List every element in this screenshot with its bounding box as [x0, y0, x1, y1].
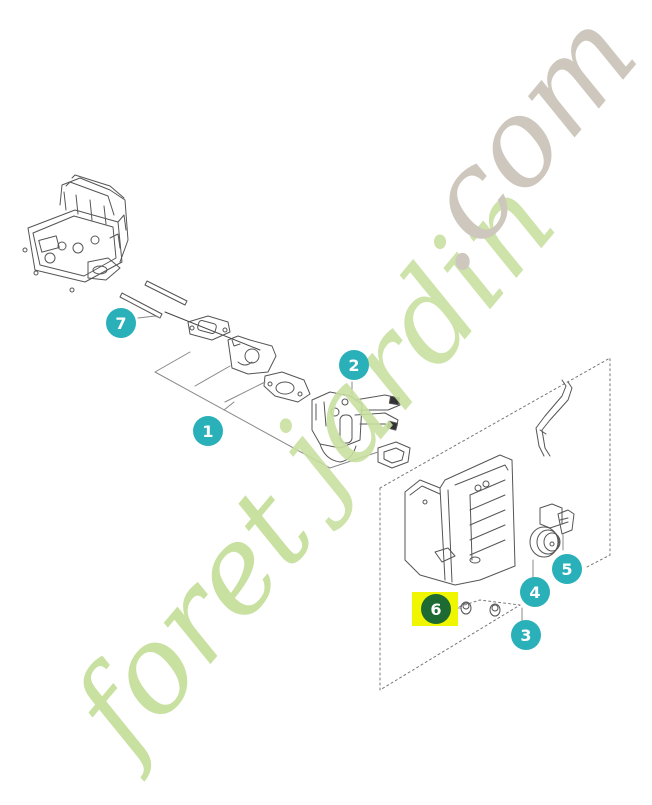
callout-4-label: 4	[529, 582, 541, 602]
leader-lines-1	[154, 351, 379, 469]
callout-7-label: 7	[115, 313, 127, 333]
fuel-valve-drawing	[539, 503, 575, 551]
callout-1-label: 1	[202, 421, 214, 441]
callout-5-label: 5	[561, 559, 573, 579]
stud-drawing	[119, 280, 188, 319]
breather-tube-drawing	[535, 379, 573, 457]
gasket-2-drawing	[263, 371, 311, 403]
callout-2-label: 2	[348, 355, 360, 375]
air-gasket-drawing	[377, 441, 411, 469]
insulator-drawing	[227, 335, 277, 375]
callout-7[interactable]: 7	[106, 308, 136, 338]
callout-3-label: 3	[520, 625, 532, 645]
carburetor-drawing	[311, 391, 401, 463]
callout-6-highlighted[interactable]: 6	[421, 594, 451, 624]
callout-2[interactable]: 2	[339, 350, 369, 380]
nut-drawing	[454, 601, 501, 617]
air-filter-cover-drawing	[404, 454, 516, 586]
cylinder-head-drawing	[22, 174, 129, 293]
callout-5[interactable]: 5	[552, 554, 582, 584]
callout-4[interactable]: 4	[520, 577, 550, 607]
callout-6-label: 6	[430, 599, 442, 619]
callout-1[interactable]: 1	[193, 416, 223, 446]
gasket-drawing	[187, 315, 231, 341]
fuel-cap-drawing	[529, 526, 561, 579]
callout-3[interactable]: 3	[511, 620, 541, 650]
